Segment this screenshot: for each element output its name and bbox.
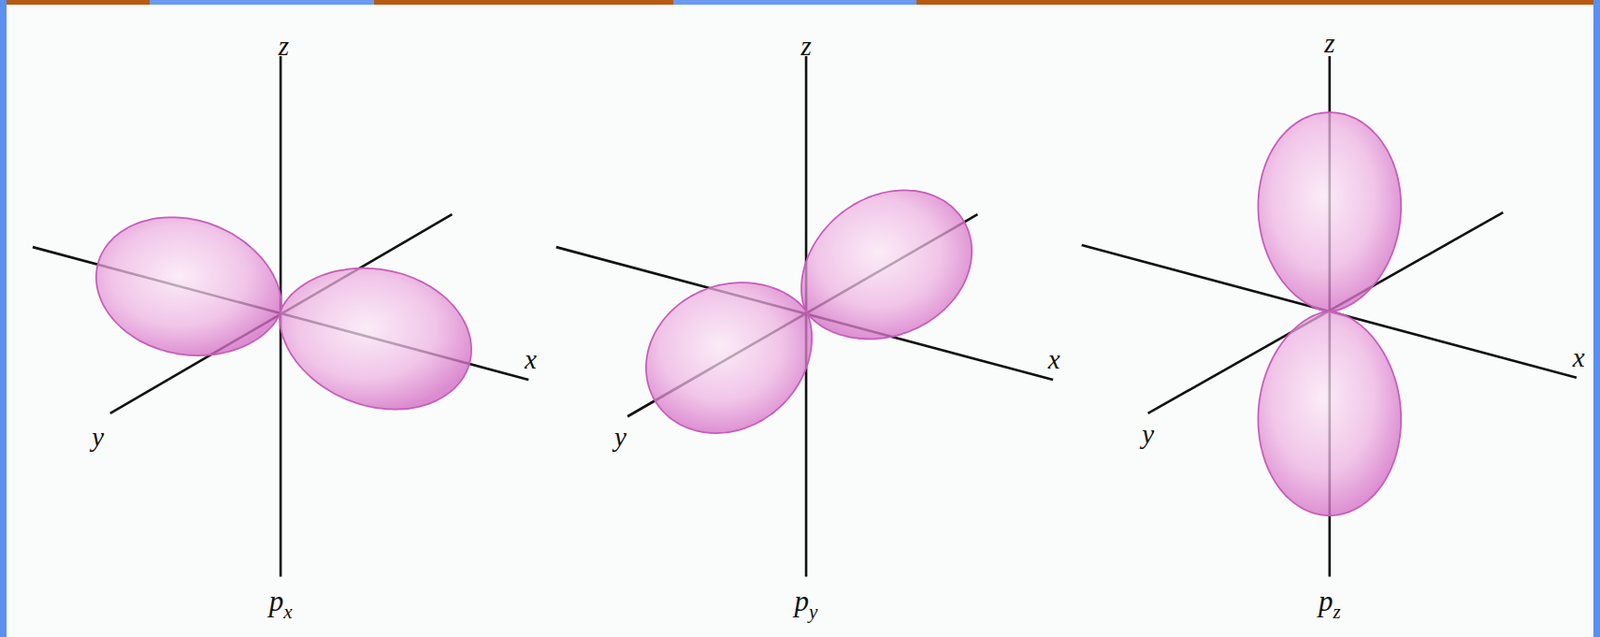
orbital-caption: py bbox=[792, 585, 821, 622]
orbital-lobe bbox=[801, 189, 972, 339]
frame-strip bbox=[149, 0, 375, 5]
frame-strip bbox=[0, 0, 1600, 5]
orbital-caption: pz bbox=[1316, 585, 1343, 622]
orbital-lobe bbox=[646, 282, 812, 433]
orbital-caption: px bbox=[267, 585, 295, 622]
axis-label: y bbox=[1139, 418, 1156, 448]
axis-label: y bbox=[89, 422, 106, 452]
orbital-lobe bbox=[279, 268, 472, 410]
axis-label: z bbox=[798, 31, 813, 61]
frame-strip bbox=[0, 0, 7, 637]
frame-strip bbox=[1593, 0, 1600, 637]
axis-label: y bbox=[612, 422, 629, 452]
axis-label: x bbox=[522, 345, 539, 375]
frame-strip bbox=[673, 0, 917, 5]
axis-label: z bbox=[1322, 28, 1337, 58]
axis-label: x bbox=[1571, 342, 1587, 372]
orbital-lobe bbox=[1257, 311, 1401, 516]
orbital-lobe bbox=[96, 216, 282, 356]
axis-label: z bbox=[276, 31, 291, 61]
axis-label: x bbox=[1046, 345, 1063, 375]
orbital-lobe bbox=[1257, 112, 1401, 312]
